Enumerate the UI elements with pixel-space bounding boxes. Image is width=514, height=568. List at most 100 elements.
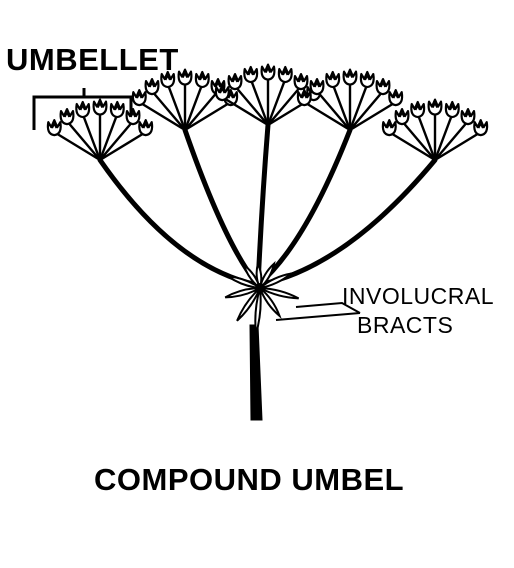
flower-icon (92, 98, 108, 116)
secondary-ray (348, 100, 397, 132)
flower-petal-detail (393, 92, 399, 99)
main-stem (249, 324, 263, 421)
flower-icon (260, 63, 276, 81)
secondary-ray (315, 89, 352, 132)
bract-leader-line-upper (295, 301, 361, 314)
flower-icon (375, 78, 391, 96)
flower-petal-detail (380, 81, 386, 88)
flower-petal-detail (130, 111, 136, 118)
secondary-ray (183, 100, 232, 132)
flower-icon (277, 65, 293, 84)
primary-ray (255, 157, 438, 288)
flower-icon (410, 100, 426, 119)
flower-icon (309, 78, 325, 96)
flower-petal-detail (478, 122, 484, 129)
flower-icon (243, 65, 259, 84)
bract-leaf (256, 271, 295, 290)
flower-petal-detail (219, 87, 225, 94)
bract-leaf (258, 260, 276, 291)
flower-icon (388, 89, 404, 107)
secondary-ray (388, 130, 437, 162)
umbellet (46, 98, 154, 162)
secondary-ray (266, 84, 303, 127)
flower-petal-detail (248, 69, 254, 76)
umbellet-bracket (32, 88, 133, 130)
secondary-ray (138, 100, 187, 132)
flower-petal-detail (347, 72, 353, 78)
secondary-ray (98, 119, 135, 162)
secondary-ray (433, 130, 482, 162)
flower-petal-detail (449, 104, 455, 111)
umbellet-label: UMBELLET (6, 42, 179, 77)
secondary-ray (416, 112, 437, 162)
flower-petal-detail (415, 104, 421, 111)
secondary-ray (249, 77, 270, 127)
flower-petal-detail (386, 122, 392, 129)
flower-icon (381, 119, 397, 137)
flower-petal-detail (51, 122, 57, 129)
flower-petal-detail (432, 102, 438, 108)
flower-petal-detail (301, 92, 307, 99)
flower-petal-detail (228, 92, 234, 99)
secondary-ray (65, 119, 102, 162)
secondary-ray (150, 89, 187, 132)
secondary-ray (98, 112, 119, 162)
flower-icon (427, 98, 443, 116)
flower-petal-detail (114, 104, 120, 111)
flower-petal-detail (232, 76, 238, 83)
flower-petal-detail (364, 74, 370, 81)
flower-icon (177, 68, 193, 86)
flower-icon (227, 73, 243, 91)
secondary-ray (53, 130, 102, 162)
flower-icon (194, 70, 210, 89)
flower-icon (109, 100, 125, 119)
diagram-title: COMPOUND UMBEL (94, 462, 405, 497)
umbellets-group (46, 63, 489, 162)
involucral-label-line2: BRACTS (357, 312, 454, 338)
secondary-ray (233, 84, 270, 127)
bract-leader-line-lower (275, 312, 361, 321)
umbellet (296, 68, 404, 132)
flower-petal-detail (165, 74, 171, 81)
primary-ray (255, 122, 271, 288)
flower-petal-detail (143, 122, 149, 129)
bract-leaf (236, 287, 261, 322)
flower-icon (144, 78, 160, 96)
flower-petal-detail (298, 76, 304, 83)
flower-icon (75, 100, 91, 119)
flower-petal-detail (182, 72, 188, 78)
flower-icon (444, 100, 460, 119)
flower-petal-detail (80, 104, 86, 111)
bract-leaf (224, 287, 261, 299)
flower-icon (131, 89, 147, 107)
primary-rays (97, 122, 438, 288)
secondary-ray (166, 82, 187, 132)
flower-icon (460, 108, 476, 126)
flower-icon (59, 108, 75, 126)
flower-icon (394, 108, 410, 126)
primary-ray (97, 157, 261, 288)
secondary-ray (183, 89, 220, 132)
flower-icon (342, 68, 358, 86)
flower-petal-detail (215, 81, 221, 88)
umbellet (381, 98, 489, 162)
flower-icon (293, 73, 309, 91)
flower-petal-detail (465, 111, 471, 118)
secondary-ray (433, 112, 454, 162)
secondary-ray (331, 82, 352, 132)
flower-petal-detail (282, 69, 288, 76)
flower-icon (46, 119, 62, 137)
bract-leaf (224, 275, 264, 290)
bract-leaf (257, 284, 282, 320)
secondary-ray (303, 100, 352, 132)
flower-petal-detail (136, 92, 142, 99)
flower-petal-detail (265, 67, 271, 73)
bract-leaf (259, 287, 300, 300)
flower-petal-detail (97, 102, 103, 108)
secondary-ray (221, 95, 270, 127)
flower-petal-detail (314, 81, 320, 88)
secondary-ray (98, 130, 147, 162)
involucral-label-line1: INVOLUCRAL (342, 283, 494, 309)
